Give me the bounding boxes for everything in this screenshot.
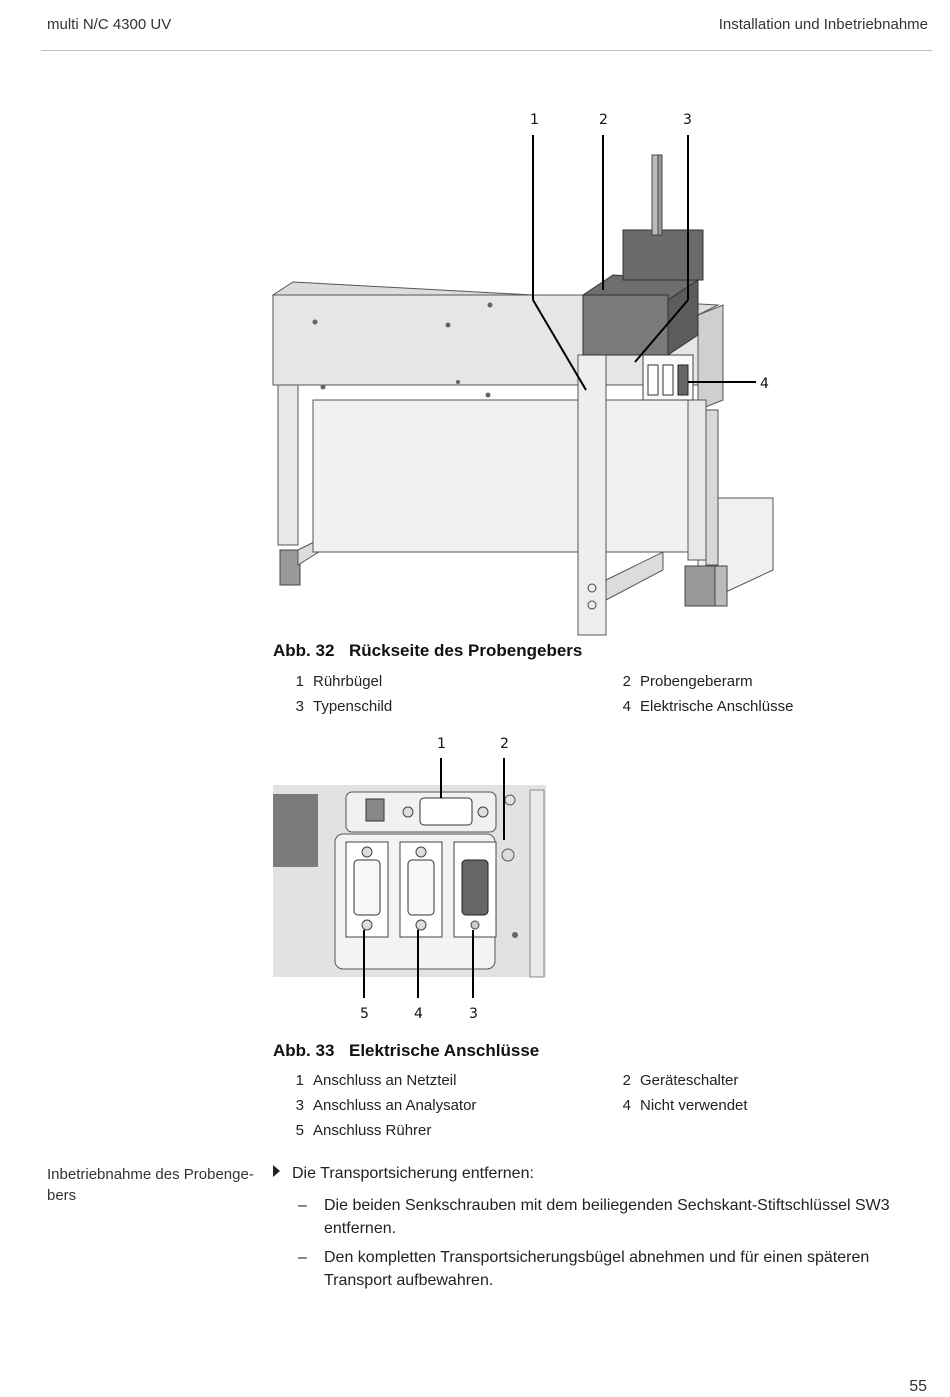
- instruction-step: Die Transportsicherung entfernen:: [273, 1165, 534, 1183]
- figure2-caption: Abb. 33 Elektrische Anschlüsse: [273, 1041, 539, 1061]
- figure2-caption-title: Elektrische Anschlüsse: [349, 1041, 540, 1060]
- figure1-caption-title: Rückseite des Probengebers: [349, 641, 583, 660]
- figure2-callout-1: 1: [437, 736, 446, 752]
- instruction-substep-text: Die beiden Senkschrauben mit dem beilieg…: [324, 1197, 890, 1237]
- header-chapter-title: Installation und Inbetriebnahme: [718, 16, 928, 33]
- figure1-caption: Abb. 32 Rückseite des Probengebers: [273, 641, 582, 661]
- step-arrow-icon: [273, 1165, 280, 1177]
- figure1-callout-1: 1: [530, 112, 539, 128]
- figure2-callout-5: 5: [360, 1006, 369, 1022]
- header-document-title: multi N/C 4300 UV: [47, 16, 172, 33]
- header-divider: [41, 50, 932, 51]
- figure1-callout-2: 2: [599, 112, 608, 128]
- instruction-step-text: Die Transportsicherung entfernen:: [292, 1165, 534, 1182]
- figure2-callout-3: 3: [469, 1006, 478, 1022]
- section-side-label: Inbetriebnahme des Probenge­bers: [47, 1166, 254, 1204]
- figure1-callout-3: 3: [683, 112, 692, 128]
- figure2-callout-2: 2: [500, 736, 509, 752]
- figure2-caption-number: Abb. 33: [273, 1041, 335, 1060]
- instruction-substep: – Den kompletten Transportsicherungsbüge…: [298, 1246, 913, 1292]
- instruction-substep-text: Den kompletten Transportsicherungsbügel …: [324, 1249, 870, 1289]
- figure-electrical-connections: 1 2 5 4 3: [273, 736, 546, 1022]
- figure1-caption-number: Abb. 32: [273, 641, 335, 660]
- figure-sampler-rear-view: 1 2 3 4: [271, 112, 774, 636]
- page-number: 55: [909, 1378, 927, 1395]
- figure2-callout-4: 4: [414, 1006, 423, 1022]
- figure1-callout-4: 4: [760, 376, 769, 392]
- instruction-substep: – Die beiden Senkschrauben mit dem beili…: [298, 1194, 913, 1240]
